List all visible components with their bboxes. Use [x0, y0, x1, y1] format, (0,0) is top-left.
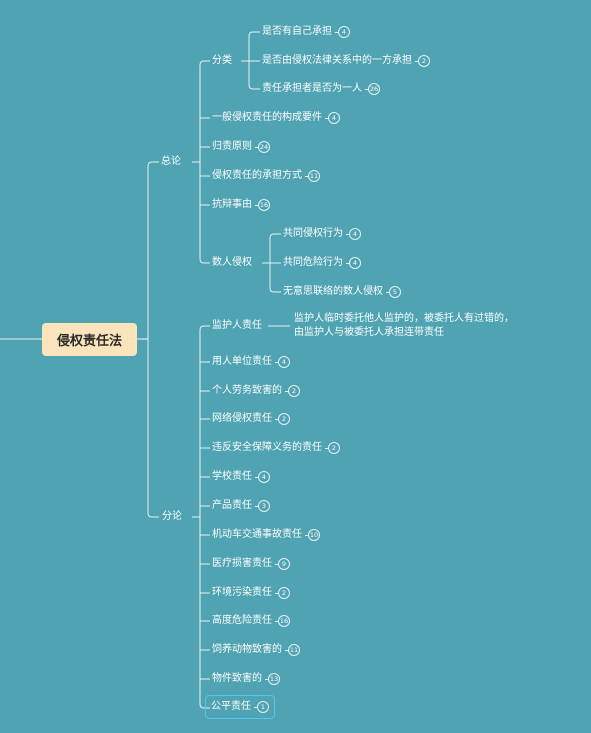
guardian-note[interactable]: 监护人临时委托他人监护的，被委托人有过错的，由监护人与被委托人承担连带责任 — [294, 313, 514, 338]
multiple-item-label: 无意思联络的数人侵权 — [283, 286, 383, 297]
node-elements-label: 一般侵权责任的构成要件 — [212, 112, 322, 123]
node-multiple-label: 数人侵权 — [212, 257, 252, 268]
collapsed-count-badge[interactable]: 4 — [325, 112, 340, 124]
node-liability-forms-label: 侵权责任的承担方式 — [212, 170, 302, 181]
collapsed-count-badge[interactable]: 4 — [346, 257, 361, 269]
node-classification[interactable]: 分类 — [212, 54, 232, 68]
connector — [269, 233, 281, 239]
connector — [248, 31, 260, 37]
specific-item-label: 环境污染责任 — [212, 587, 272, 598]
node-attribution-label: 归责原则 — [212, 141, 252, 152]
multiple-item-label: 共同危险行为 — [283, 257, 343, 268]
node-guardian[interactable]: 监护人责任 — [212, 319, 262, 333]
collapsed-count-badge[interactable]: 9 — [275, 558, 290, 570]
specific-item-label: 饲养动物致害的 — [212, 644, 282, 655]
node-multiple[interactable]: 数人侵权 — [212, 256, 252, 270]
collapsed-count-badge[interactable]: 3 — [255, 500, 270, 512]
branch-specific-label: 分论 — [162, 511, 182, 522]
specific-item-label: 医疗损害责任 — [212, 558, 272, 569]
specific-item-label: 网络侵权责任 — [212, 413, 272, 424]
root-node[interactable]: 侵权责任法 — [42, 323, 137, 356]
specific-item-label: 物件致害的 — [212, 673, 262, 684]
collapsed-count-badge[interactable]: 2 — [325, 442, 340, 454]
connector — [147, 512, 159, 518]
specific-item-label: 个人劳务致害的 — [212, 385, 282, 396]
specific-item-label: 产品责任 — [212, 500, 252, 511]
collapsed-count-badge[interactable]: 11 — [305, 170, 320, 182]
specific-item-label: 用人单位责任 — [212, 356, 272, 367]
connector — [269, 287, 281, 293]
collapsed-count-badge[interactable]: 2 — [285, 385, 300, 397]
collapsed-count-badge[interactable]: 1 — [254, 701, 269, 713]
connector — [199, 703, 210, 709]
collapsed-count-badge[interactable]: 2 — [415, 55, 430, 67]
connector — [199, 258, 210, 264]
branch-general-label: 总论 — [161, 156, 181, 167]
specific-item-label: 机动车交通事故责任 — [212, 529, 302, 540]
specific-item-label: 违反安全保障义务的责任 — [212, 442, 322, 453]
collapsed-count-badge[interactable]: 16 — [255, 199, 270, 211]
branch-specific[interactable]: 分论 — [162, 510, 182, 524]
collapsed-count-badge[interactable]: 10 — [305, 529, 320, 541]
collapsed-count-badge[interactable]: 26 — [365, 83, 380, 95]
collapsed-count-badge[interactable]: 24 — [255, 141, 270, 153]
node-fairness-selected-label: 公平责任 — [211, 701, 251, 712]
collapsed-count-badge[interactable]: 2 — [275, 413, 290, 425]
specific-item-label: 学校责任 — [212, 471, 252, 482]
connector — [199, 60, 210, 66]
branch-general[interactable]: 总论 — [161, 155, 181, 169]
classification-item-label: 是否由侵权法律关系中的一方承担 — [262, 55, 412, 66]
collapsed-count-badge[interactable]: 13 — [265, 673, 280, 685]
collapsed-count-badge[interactable]: 4 — [335, 26, 350, 38]
connector — [199, 325, 210, 331]
collapsed-count-badge[interactable]: 16 — [275, 615, 290, 627]
connector — [248, 84, 260, 90]
specific-item-label: 高度危险责任 — [212, 615, 272, 626]
node-defenses-label: 抗辩事由 — [212, 199, 252, 210]
classification-item-label: 是否有自己承担 — [262, 26, 332, 37]
classification-item-label: 责任承担者是否为一人 — [262, 83, 362, 94]
collapsed-count-badge[interactable]: 5 — [386, 286, 401, 298]
collapsed-count-badge[interactable]: 2 — [275, 587, 290, 599]
collapsed-count-badge[interactable]: 11 — [285, 644, 300, 656]
node-guardian-label: 监护人责任 — [212, 320, 262, 331]
node-classification-label: 分类 — [212, 55, 232, 66]
multiple-item-label: 共同侵权行为 — [283, 228, 343, 239]
collapsed-count-badge[interactable]: 4 — [255, 471, 270, 483]
connector — [147, 161, 159, 167]
collapsed-count-badge[interactable]: 4 — [346, 228, 361, 240]
collapsed-count-badge[interactable]: 4 — [275, 356, 290, 368]
